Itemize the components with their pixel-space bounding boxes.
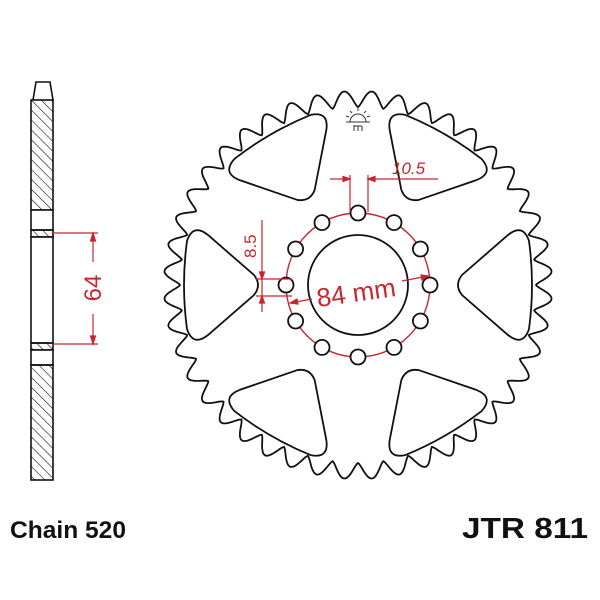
sprocket-front-view: [163, 90, 553, 480]
lightening-cutout: [388, 368, 488, 457]
bolt-hole: [349, 204, 367, 222]
hub-width-label: 64: [80, 275, 107, 302]
bolt-hole: [349, 348, 367, 366]
offset-label: 8.5: [241, 234, 260, 258]
bolt-hole: [385, 214, 403, 232]
bolt-hole: [411, 240, 429, 258]
lightening-cutout: [228, 368, 328, 457]
chain-size-label: Chain 520: [10, 517, 126, 544]
side-view: [30, 81, 54, 481]
bolt-hole: [385, 338, 403, 356]
side-view-hatch-top: [30, 99, 54, 211]
bolt-circle-label: 84 mm: [315, 272, 398, 313]
bolt-hole-label: 10.5: [392, 159, 426, 178]
bolt-circle-dimension: [288, 274, 430, 305]
bolt-hole: [313, 338, 331, 356]
bolt-hole-dimension: [330, 175, 438, 212]
bolt-hole: [277, 276, 295, 294]
lightening-cutout: [388, 113, 488, 202]
side-view-hub: [30, 236, 54, 344]
bolt-hole: [421, 276, 439, 294]
lightening-cutout: [228, 113, 328, 202]
side-view-tip-top: [32, 81, 54, 101]
bolt-hole: [287, 312, 305, 330]
offset-dimension: [256, 220, 292, 312]
sun-logo-icon: [345, 108, 371, 131]
lightening-cutout: [457, 229, 533, 341]
bolt-hole: [287, 240, 305, 258]
hub-width-dimension: [53, 230, 98, 347]
bolt-hole: [313, 214, 331, 232]
part-number-label: JTR 811: [462, 513, 588, 545]
sprocket-teeth-outline: [163, 90, 553, 480]
bolt-hole: [411, 312, 429, 330]
side-view-hatch-bottom: [30, 364, 54, 481]
center-bore: [307, 234, 409, 336]
